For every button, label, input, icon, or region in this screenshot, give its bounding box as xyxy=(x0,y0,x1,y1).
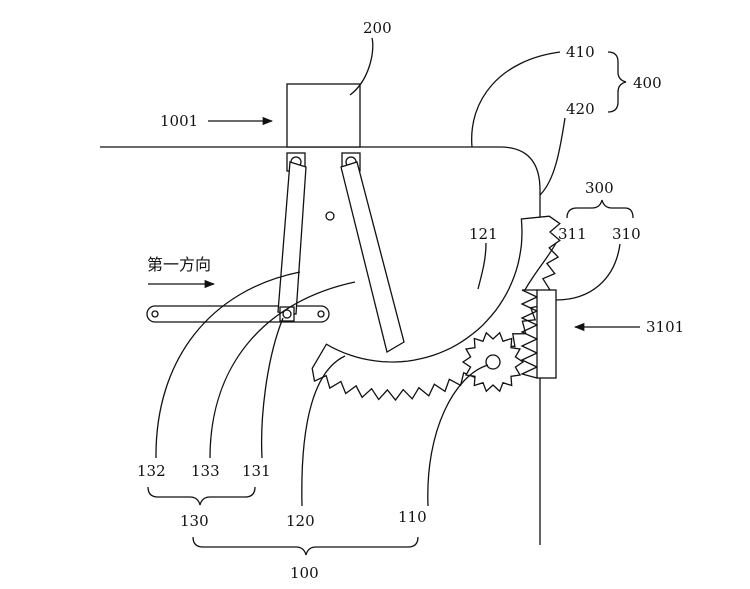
leader-200 xyxy=(349,37,374,96)
leader-410 xyxy=(471,51,561,148)
label-310: 310 xyxy=(612,225,641,243)
leader-131 xyxy=(261,317,284,459)
label-100: 100 xyxy=(290,564,319,582)
leader-121 xyxy=(477,242,487,290)
leader-310 xyxy=(555,243,621,301)
gear-110-hub xyxy=(485,354,501,370)
label-133: 133 xyxy=(191,462,220,480)
slide-rail xyxy=(146,305,330,323)
curved-rack-120 xyxy=(311,215,561,402)
linear-rack-311 xyxy=(520,289,539,379)
leader-133 xyxy=(209,281,356,459)
block-200 xyxy=(286,83,361,148)
brace-300 xyxy=(566,199,634,219)
scissor-arm-132 xyxy=(340,161,405,354)
label-120: 120 xyxy=(286,512,315,530)
leader-110 xyxy=(427,364,489,507)
label-420: 420 xyxy=(566,100,595,118)
label-410: 410 xyxy=(566,43,595,61)
label-1001: 1001 xyxy=(160,112,198,130)
leader-132 xyxy=(155,271,301,459)
leader-120 xyxy=(301,355,346,507)
label-200: 200 xyxy=(363,19,392,37)
label-3101: 3101 xyxy=(646,318,684,336)
label-300: 300 xyxy=(585,179,614,197)
label-121: 121 xyxy=(469,225,498,243)
label-132: 132 xyxy=(137,462,166,480)
brace-100 xyxy=(192,536,419,556)
label-400: 400 xyxy=(633,74,662,92)
label-110: 110 xyxy=(398,508,427,526)
label-130: 130 xyxy=(180,512,209,530)
label-131: 131 xyxy=(242,462,271,480)
scissor-arm-131 xyxy=(277,161,307,315)
label-direction: 第一方向 xyxy=(147,255,211,274)
leader-420 xyxy=(539,117,566,196)
block-310 xyxy=(536,289,557,379)
scissor-pivot xyxy=(325,211,335,221)
brace-400 xyxy=(607,51,627,113)
label-311: 311 xyxy=(558,225,587,243)
housing-outline xyxy=(100,146,541,545)
brace-130 xyxy=(147,486,256,506)
leader-311 xyxy=(524,242,557,291)
